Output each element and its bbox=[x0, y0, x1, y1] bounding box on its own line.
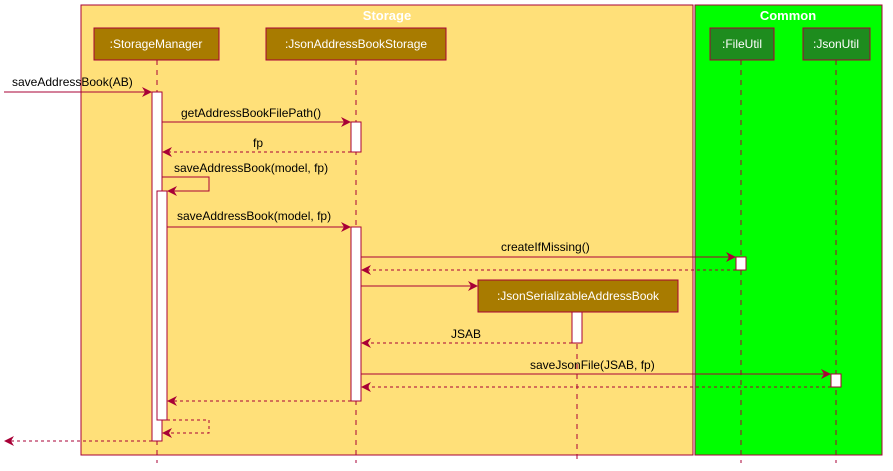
activation-storage-manager-nested bbox=[156, 190, 168, 421]
label-get-address-book-file-path: getAddressBookFilePath() bbox=[181, 106, 321, 120]
group-common-box bbox=[694, 4, 883, 456]
participant-json-serializable-address-book-label: :JsonSerializableAddressBook bbox=[497, 289, 660, 303]
participant-file-util: :FileUtil bbox=[709, 27, 775, 61]
group-storage: Storage bbox=[80, 4, 694, 456]
label-save-address-book-model-fp: saveAddressBook(model, fp) bbox=[177, 209, 331, 223]
participant-storage-manager-label: :StorageManager bbox=[110, 37, 203, 51]
activation-json-serializable-address-book bbox=[571, 311, 583, 344]
label-save-address-book-ab: saveAddressBook(AB) bbox=[12, 75, 133, 89]
group-storage-title: Storage bbox=[363, 8, 411, 23]
label-create-if-missing: createIfMissing() bbox=[501, 240, 590, 254]
activation-json-util bbox=[830, 373, 842, 388]
label-fp: fp bbox=[253, 136, 263, 150]
self-call-save-address-book bbox=[162, 176, 210, 196]
participant-json-util: :JsonUtil bbox=[802, 27, 871, 61]
participant-json-serializable-address-book: :JsonSerializableAddressBook bbox=[477, 279, 679, 313]
participant-file-util-label: :FileUtil bbox=[722, 37, 762, 51]
self-return-storage-manager bbox=[162, 419, 210, 438]
activation-json-address-book-storage-1 bbox=[350, 121, 362, 153]
participant-json-address-book-storage-label: :JsonAddressBookStorage bbox=[285, 37, 427, 51]
participant-json-address-book-storage: :JsonAddressBookStorage bbox=[265, 27, 447, 61]
label-jsab: JSAB bbox=[451, 327, 481, 341]
participant-json-util-label: :JsonUtil bbox=[813, 37, 859, 51]
label-save-json-file: saveJsonFile(JSAB, fp) bbox=[530, 358, 655, 372]
label-self-save-address-book: saveAddressBook(model, fp) bbox=[174, 161, 328, 175]
activation-json-address-book-storage-2 bbox=[350, 226, 362, 402]
group-storage-box bbox=[80, 4, 694, 456]
group-common: Common bbox=[694, 4, 883, 456]
activation-file-util bbox=[735, 256, 747, 271]
group-common-title: Common bbox=[760, 8, 816, 23]
participant-storage-manager: :StorageManager bbox=[93, 27, 220, 61]
